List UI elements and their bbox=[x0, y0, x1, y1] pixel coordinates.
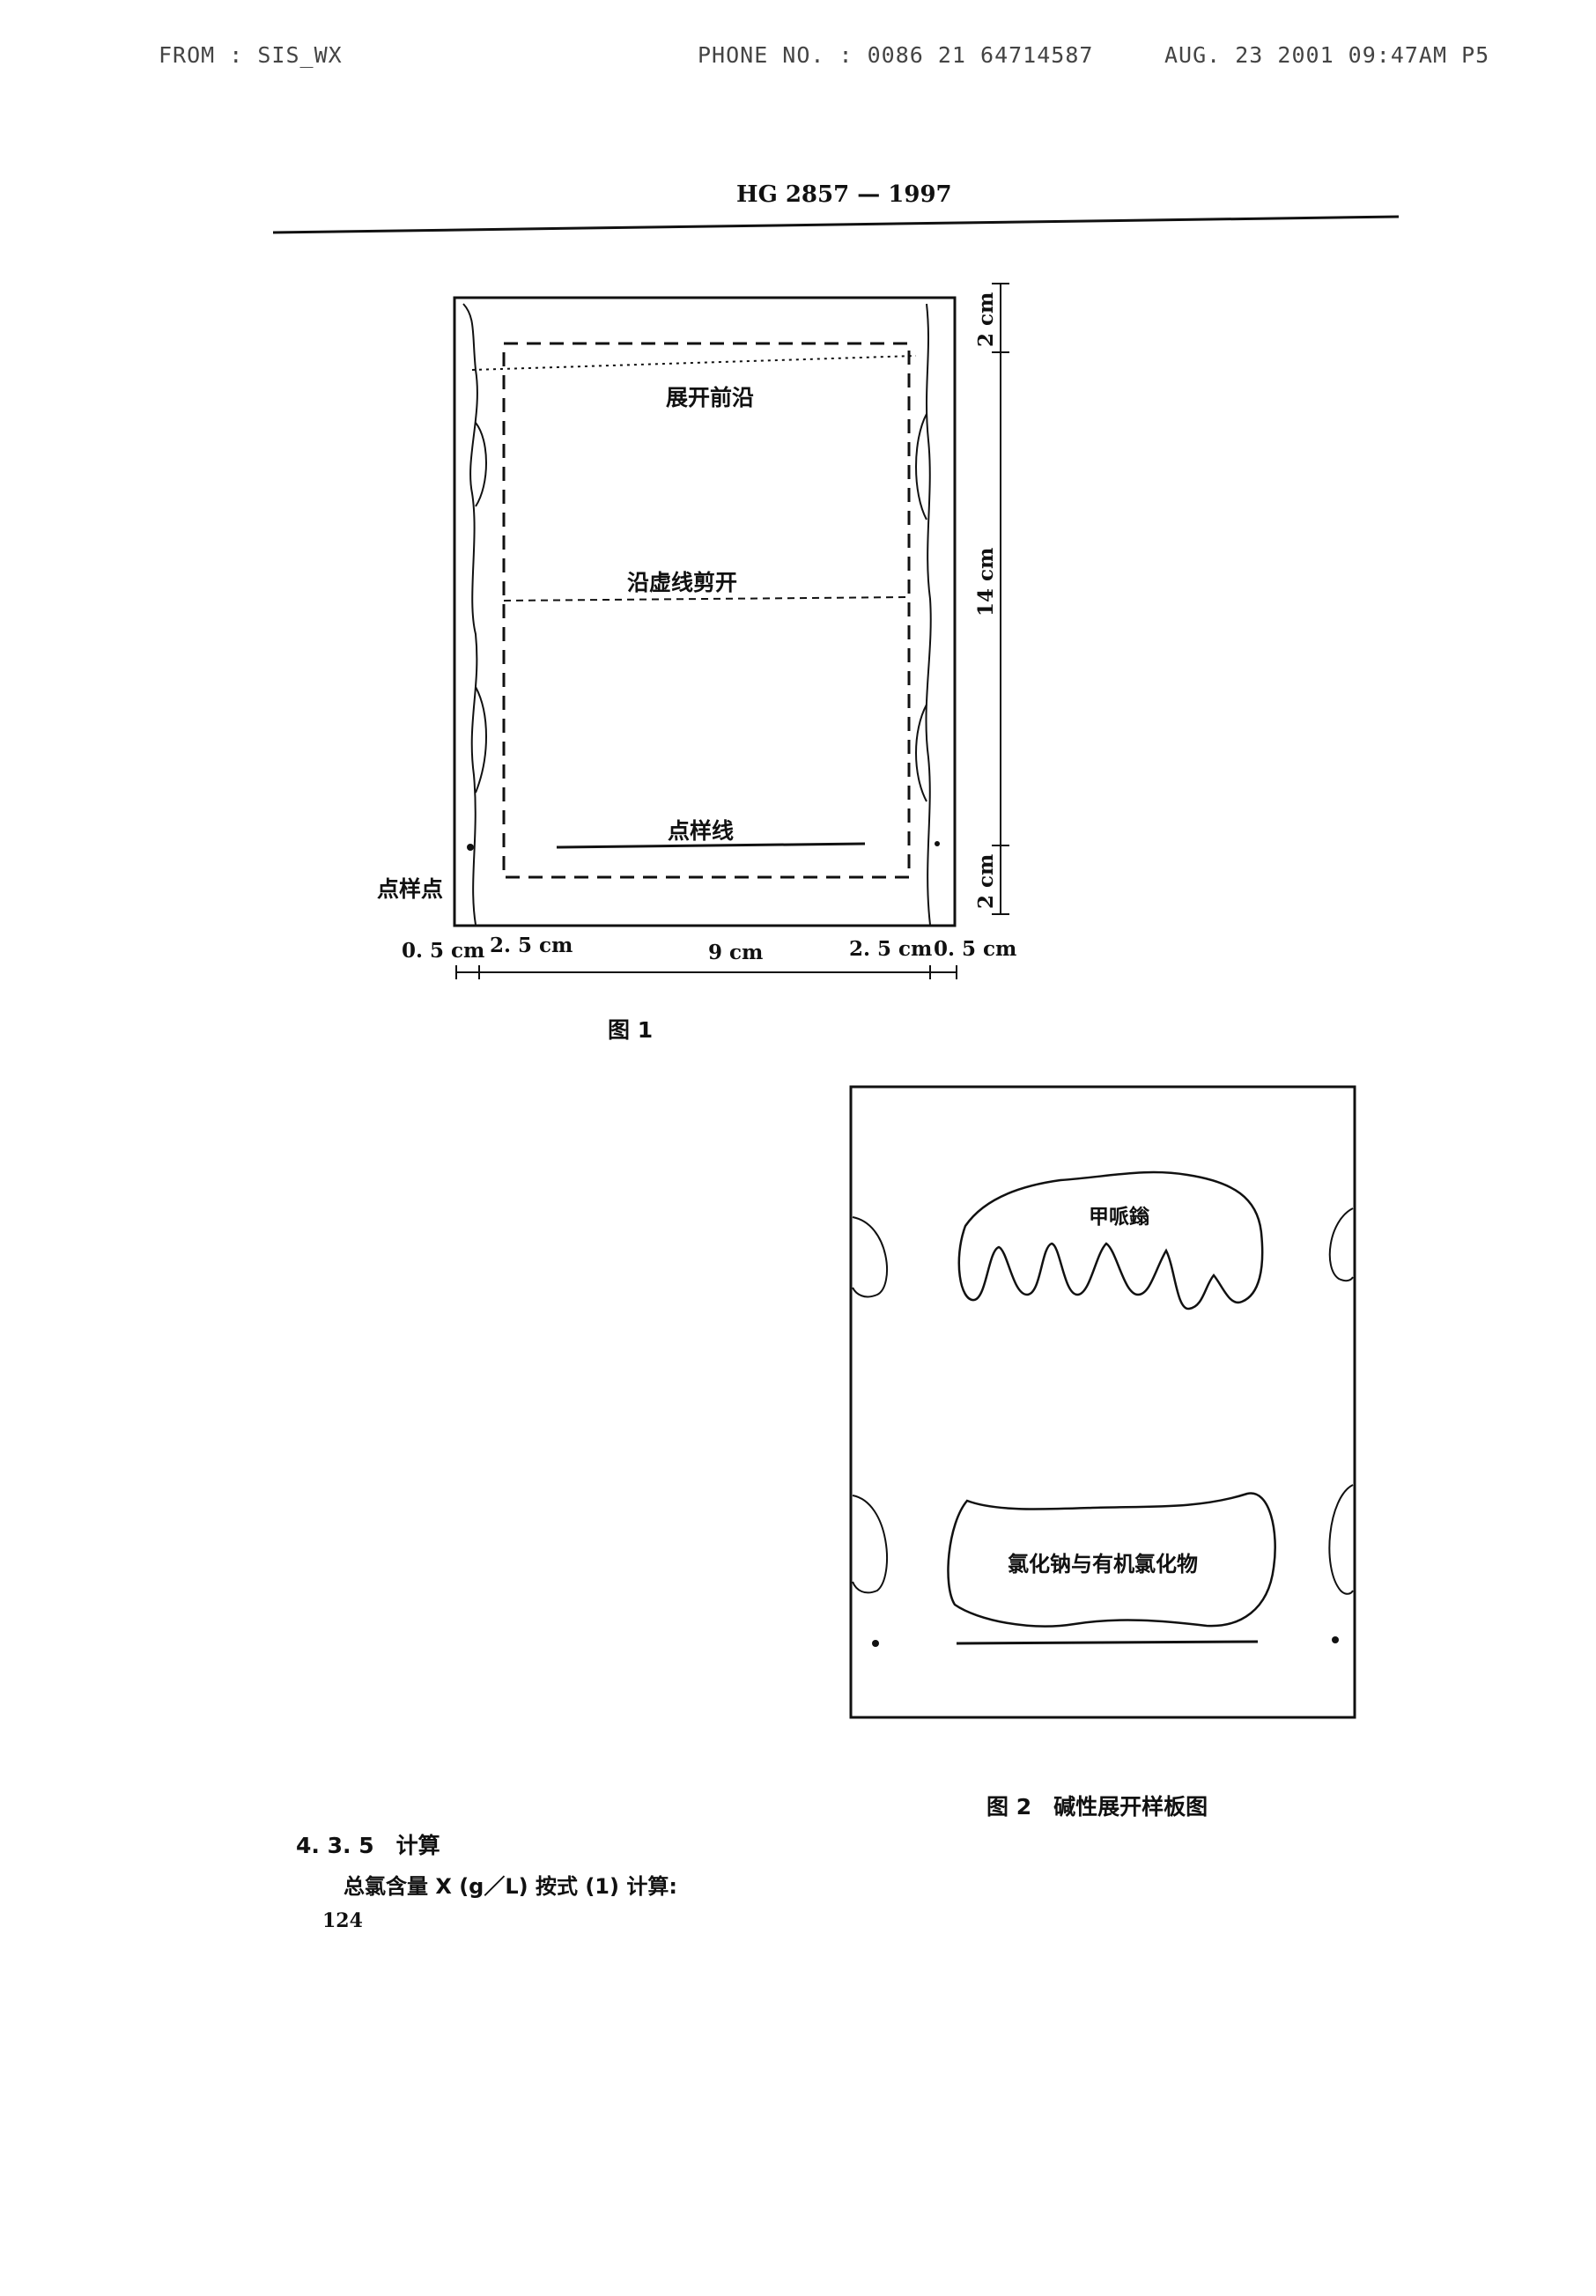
lower-spot bbox=[947, 1492, 1276, 1628]
plate2-left-oval-2 bbox=[852, 1495, 888, 1594]
figure1-horizontal-dimension bbox=[455, 965, 957, 979]
page-number: 124 bbox=[322, 1909, 363, 1932]
figure2-plate bbox=[849, 1085, 1356, 1719]
label-upper-spot: 甲哌鎓 bbox=[1089, 1206, 1149, 1229]
right-oval-2 bbox=[915, 704, 927, 802]
dim-right-band: 2. 5 cm bbox=[849, 937, 933, 961]
fax-datetime: AUG. 23 2001 09:47AM P5 bbox=[1164, 42, 1490, 68]
figure1-plate bbox=[453, 296, 957, 927]
figure1-vertical-dimension bbox=[992, 283, 1009, 915]
section-body: 总氯含量 X (g／L) 按式 (1) 计算: bbox=[344, 1874, 677, 1899]
figure1-caption: 图 1 bbox=[608, 1017, 654, 1043]
label-lower-spot: 氯化钠与有机氯化物 bbox=[1008, 1552, 1198, 1576]
dim-right-margin: 0. 5 cm bbox=[934, 937, 1017, 961]
plate2-outline bbox=[849, 1085, 1356, 1719]
dim-left-margin: 0. 5 cm bbox=[402, 939, 485, 963]
front-edge-line bbox=[471, 355, 917, 371]
right-oval-1 bbox=[915, 413, 927, 520]
section-heading: 4. 3. 5 计算 bbox=[296, 1833, 440, 1858]
header-rule bbox=[272, 215, 1400, 234]
plate2-right-oval-1 bbox=[1328, 1207, 1354, 1282]
plate2-right-oval-2 bbox=[1328, 1484, 1354, 1595]
spot-point-left bbox=[467, 844, 474, 851]
plate2-spot-point-left bbox=[872, 1640, 879, 1647]
label-spot-point: 点样点 bbox=[377, 876, 444, 902]
label-front-edge: 展开前沿 bbox=[666, 385, 755, 410]
dim-left-band: 2. 5 cm bbox=[490, 934, 573, 957]
plate2-left-oval-1 bbox=[852, 1216, 888, 1298]
plate2-spot-point-right bbox=[1332, 1636, 1339, 1643]
dim-middle: 14 cm bbox=[974, 547, 998, 616]
dim-center: 9 cm bbox=[708, 941, 764, 964]
left-band-line bbox=[462, 303, 478, 926]
plate-outline bbox=[453, 296, 957, 927]
fax-phone: PHONE NO. : 0086 21 64714587 bbox=[698, 42, 1094, 68]
cut-line bbox=[503, 596, 910, 602]
label-cut-line: 沿虚线剪开 bbox=[627, 570, 738, 595]
figure2-caption: 图 2 碱性展开样板图 bbox=[986, 1794, 1208, 1820]
spot-point-right bbox=[935, 841, 940, 846]
fax-from: FROM : SIS_WX bbox=[159, 42, 343, 68]
left-oval-2 bbox=[475, 686, 487, 794]
dim-bottom: 2 cm bbox=[974, 853, 998, 909]
upper-spot bbox=[957, 1170, 1264, 1310]
plate2-spot-line bbox=[956, 1640, 1259, 1645]
dashed-inner-rect bbox=[502, 342, 911, 879]
standard-number: HG 2857 — 1997 bbox=[736, 181, 952, 208]
right-band-line bbox=[925, 303, 932, 926]
spot-line bbox=[556, 842, 866, 849]
label-spot-line: 点样线 bbox=[668, 818, 735, 844]
dim-top: 2 cm bbox=[974, 292, 998, 347]
left-oval-1 bbox=[475, 422, 487, 507]
